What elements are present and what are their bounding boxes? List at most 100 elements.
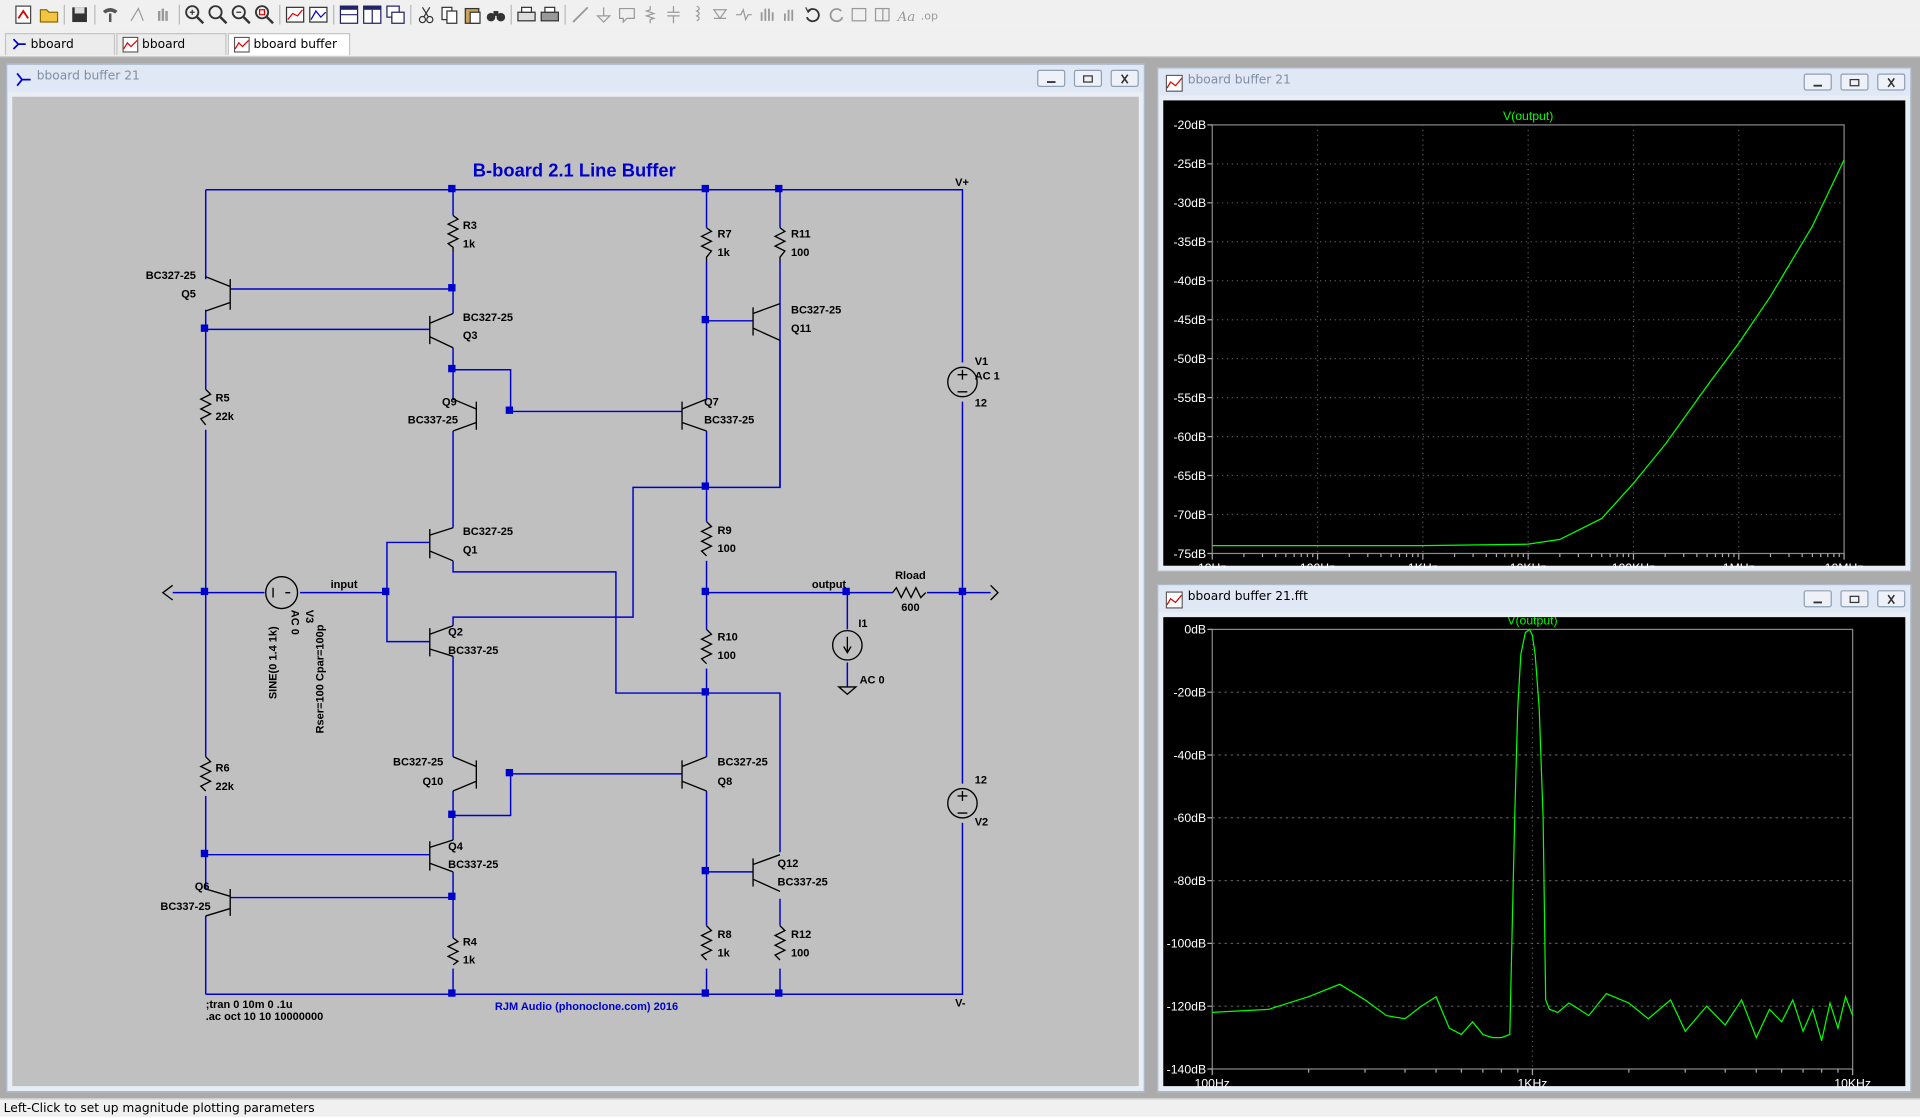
move-hand-icon[interactable]	[756, 4, 778, 26]
tile-horizontal-icon[interactable]	[338, 4, 360, 26]
print-icon[interactable]	[539, 4, 561, 26]
paste-icon[interactable]	[462, 4, 484, 26]
inductor-icon[interactable]	[686, 4, 708, 26]
svg-text:100: 100	[718, 543, 736, 555]
minimize-button[interactable]	[1036, 69, 1066, 87]
print-setup-icon[interactable]	[516, 4, 538, 26]
svg-text:BC327-25: BC327-25	[791, 304, 841, 316]
fft-plot-border	[1211, 628, 1854, 1070]
mirror-icon[interactable]	[872, 4, 894, 26]
toolbar: Aa .op	[0, 0, 1920, 32]
part-labels: B-board 2.1 Line Buffer V+ V- input outp…	[146, 159, 1000, 1023]
halt-hand-icon[interactable]	[152, 4, 174, 26]
diode-icon[interactable]	[709, 4, 731, 26]
svg-text:R12: R12	[791, 929, 811, 941]
svg-text:I1: I1	[858, 618, 867, 630]
schematic-canvas[interactable]: B-board 2.1 Line Buffer V+ V- input outp…	[12, 96, 1141, 1089]
minimize-button[interactable]	[1803, 590, 1832, 608]
open-folder-icon[interactable]	[38, 4, 60, 26]
svg-text:BC327-25: BC327-25	[718, 756, 768, 768]
zoom-pan-icon[interactable]	[207, 4, 229, 26]
ac-y-tick-label: -40dB	[1173, 274, 1206, 288]
fft-trace-label[interactable]: V(output)	[1507, 617, 1557, 627]
undo-icon[interactable]	[802, 4, 824, 26]
resistor-icon[interactable]	[639, 4, 661, 26]
svg-text:AC 1: AC 1	[975, 371, 1000, 383]
fft-y-tick-label: 0dB	[1184, 623, 1206, 637]
ac-plot-pane[interactable]: V(output)-20dB-25dB-30dB-35dB-40dB-45dB-…	[1163, 100, 1907, 568]
status-text: Left-Click to set up magnitude plotting …	[3, 1102, 315, 1116]
zoom-out-icon[interactable]	[230, 4, 252, 26]
autorange-icon[interactable]	[284, 4, 306, 26]
ac-trace[interactable]	[1212, 159, 1845, 547]
svg-text:Rload: Rload	[895, 570, 926, 582]
schematic-title: B-board 2.1 Line Buffer	[473, 159, 676, 180]
net-vplus: V+	[955, 177, 969, 189]
close-button[interactable]	[1877, 590, 1906, 608]
ac-trace-label[interactable]: V(output)	[1503, 109, 1553, 123]
ac-x-tick-label: 10Hz	[1198, 561, 1227, 568]
tab-schematic[interactable]: bboard buffer 21	[4, 33, 116, 73]
tile-vertical-icon[interactable]	[361, 4, 383, 26]
rotate-icon[interactable]	[849, 4, 871, 26]
restore-button[interactable]	[1840, 590, 1869, 608]
close-button[interactable]	[1877, 73, 1906, 91]
fft-plot-chart[interactable]: V(output)0dB-20dB-40dB-60dB-80dB-100dB-1…	[1163, 617, 1907, 1088]
svg-text:R6: R6	[216, 762, 230, 774]
svg-text:600: 600	[901, 602, 919, 614]
svg-text:Q11: Q11	[791, 323, 811, 335]
svg-text:Q7: Q7	[704, 396, 719, 408]
ac-y-tick-label: -70dB	[1173, 508, 1206, 522]
fft-plot-pane[interactable]: V(output)0dB-20dB-40dB-60dB-80dB-100dB-1…	[1163, 617, 1907, 1089]
zoom-in-icon[interactable]	[184, 4, 206, 26]
ac-y-tick-label: -65dB	[1173, 469, 1206, 483]
find-binoculars-icon[interactable]	[485, 4, 507, 26]
ground-icon[interactable]	[593, 4, 615, 26]
control-panel-icon[interactable]	[99, 4, 121, 26]
svg-text:1k: 1k	[718, 947, 731, 959]
ac-plot-chart[interactable]: V(output)-20dB-25dB-30dB-35dB-40dB-45dB-…	[1163, 100, 1907, 568]
close-button[interactable]	[1110, 69, 1139, 87]
fft-plot-window-titlebar[interactable]: bboard buffer 21.fft	[1158, 585, 1911, 613]
run-icon[interactable]	[126, 4, 148, 26]
schematic-window-titlebar[interactable]: bboard buffer 21	[7, 64, 1144, 92]
ac-plot-window-titlebar[interactable]: bboard buffer 21	[1158, 68, 1911, 96]
fft-y-tick-label: -60dB	[1173, 811, 1206, 825]
junction-dots	[200, 184, 967, 997]
ac-y-tick-label: -60dB	[1173, 430, 1206, 444]
tab-waveform[interactable]: bboard buffer 21	[116, 33, 227, 73]
minimize-button[interactable]	[1803, 73, 1832, 91]
ac-y-tick-label: -45dB	[1173, 313, 1206, 327]
tab-fft[interactable]: bboard buffer 21.fft	[227, 33, 351, 73]
zoom-fit-icon[interactable]	[253, 4, 275, 26]
svg-text:R9: R9	[718, 525, 732, 537]
fft-trace[interactable]	[1212, 628, 1854, 1041]
spice-directive-icon[interactable]: .op	[918, 4, 940, 26]
svg-text:Rser=100 Cpar=100p: Rser=100 Cpar=100p	[314, 624, 326, 733]
cascade-icon[interactable]	[384, 4, 406, 26]
credit: RJM Audio (phonoclone.com) 2016	[495, 1001, 678, 1013]
waveform-icon	[1165, 590, 1183, 609]
draw-wire-icon[interactable]	[569, 4, 591, 26]
svg-text:100: 100	[718, 650, 736, 662]
restore-button[interactable]	[1840, 73, 1869, 91]
plot-settings-icon[interactable]	[307, 4, 329, 26]
drag-icon[interactable]	[779, 4, 801, 26]
redo-icon[interactable]	[825, 4, 847, 26]
svg-text:Q6: Q6	[195, 881, 210, 893]
text-icon[interactable]: Aa	[895, 4, 917, 26]
fft-y-tick-label: -120dB	[1167, 999, 1206, 1013]
capacitor-icon[interactable]	[662, 4, 684, 26]
svg-text:BC327-25: BC327-25	[393, 756, 443, 768]
new-schematic-icon[interactable]	[12, 4, 34, 26]
restore-button[interactable]	[1073, 69, 1102, 87]
copy-icon[interactable]	[438, 4, 460, 26]
save-icon[interactable]	[69, 4, 91, 26]
component-icon[interactable]	[732, 4, 754, 26]
cut-icon[interactable]	[415, 4, 437, 26]
svg-text:BC337-25: BC337-25	[778, 876, 828, 888]
schematic-drawing[interactable]: B-board 2.1 Line Buffer V+ V- input outp…	[12, 97, 1141, 1089]
ac-x-tick-label: 100Hz	[1300, 561, 1335, 568]
label-net-icon[interactable]	[616, 4, 638, 26]
